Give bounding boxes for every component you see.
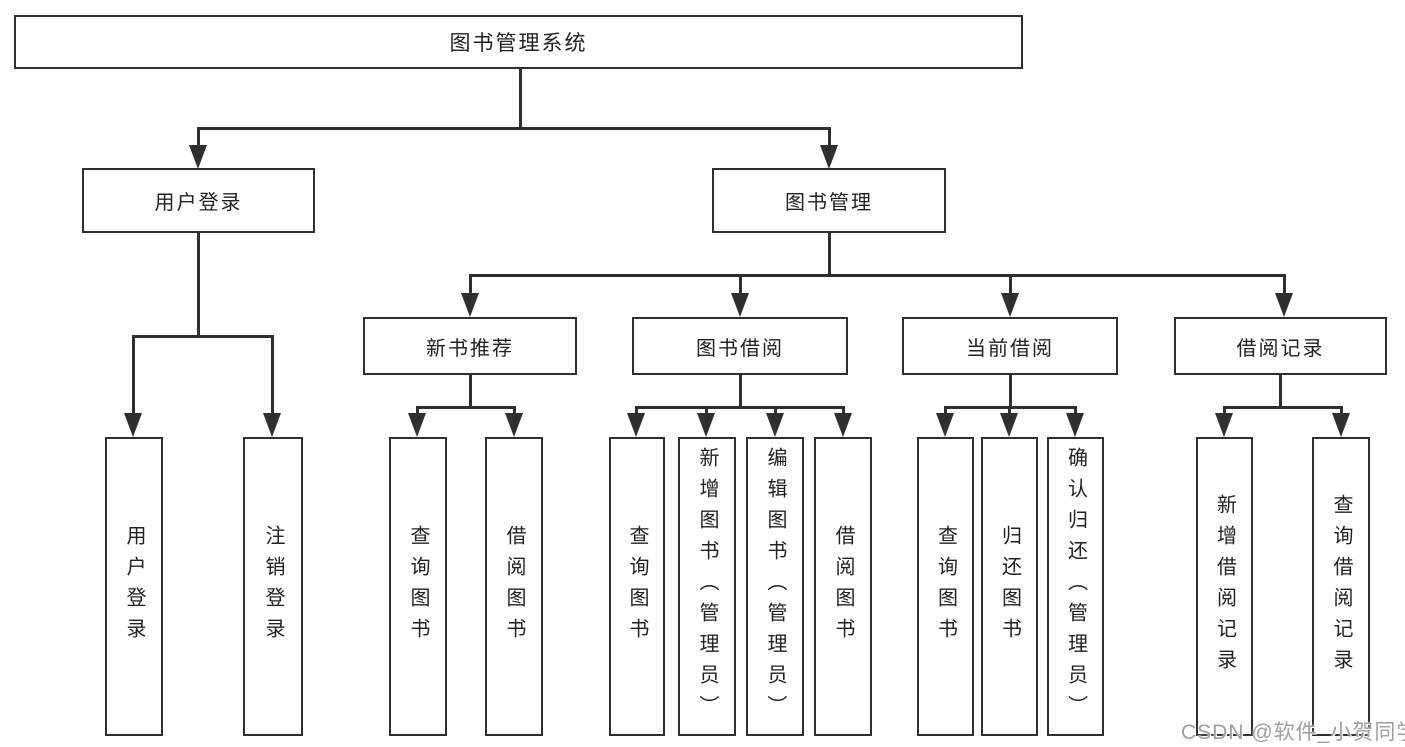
node-borrowing-edit-books: 编辑图书（管理员） <box>746 437 804 736</box>
connector-current-borrowing-down <box>1009 375 1012 408</box>
connector-user-login-rail <box>132 335 274 338</box>
node-recommend-borrow-books: 借阅图书 <box>485 437 543 736</box>
node-logout: 注销登录 <box>243 437 303 736</box>
connector-user-login-down <box>197 233 200 337</box>
node-book-borrowing: 图书借阅 <box>632 317 848 375</box>
connector-rec-query-stem <box>416 406 419 418</box>
node-login: 用户登录 <box>105 437 163 736</box>
connector-book-management-stem <box>828 127 831 149</box>
connector-book-borrowing-stem <box>739 274 742 295</box>
connector-new-book-rail <box>416 406 515 409</box>
arrow-to-current-confirm-return <box>1066 413 1084 437</box>
arrow-to-new-book-recommendation <box>461 293 479 317</box>
node-library-management-system: 图书管理系统 <box>14 15 1023 69</box>
connector-level2-rail <box>197 127 831 130</box>
connector-cb-query-stem <box>944 406 947 418</box>
arrow-to-logout <box>263 413 281 437</box>
connector-login-stem <box>132 335 135 417</box>
connector-borrowing-records-down <box>1279 375 1282 408</box>
arrow-to-borrowing-add-books <box>697 413 715 437</box>
connector-cb-return-stem <box>1008 406 1011 418</box>
node-current-return-books: 归还图书 <box>981 437 1038 736</box>
node-current-borrowing: 当前借阅 <box>902 317 1118 375</box>
node-current-return-books-label: 归还图书 <box>998 524 1021 649</box>
connector-bb-query-stem <box>635 406 638 418</box>
connector-book-borrowing-down <box>739 375 742 408</box>
node-borrowing-add-books-label: 新增图书（管理员） <box>696 447 718 726</box>
arrow-to-current-query-books <box>936 413 954 437</box>
node-records-add-borrow-record: 新增借阅记录 <box>1196 437 1253 736</box>
node-borrowing-records: 借阅记录 <box>1174 317 1387 375</box>
connector-new-book-stem <box>469 274 472 295</box>
node-login-label: 用户登录 <box>123 524 145 649</box>
connector-level3-rail <box>469 274 1285 277</box>
node-user-login: 用户登录 <box>82 168 315 233</box>
node-records-query-borrow-record: 查询借阅记录 <box>1312 437 1370 736</box>
node-borrowing-edit-books-label: 编辑图书（管理员） <box>764 447 786 726</box>
arrow-to-borrowing-query-books <box>627 413 645 437</box>
arrow-to-recommend-borrow-books <box>505 413 523 437</box>
arrow-to-recommend-query-books <box>408 413 426 437</box>
arrow-to-login <box>124 413 142 437</box>
node-borrowing-add-books: 新增图书（管理员） <box>678 437 736 736</box>
arrow-to-user-login <box>189 145 207 169</box>
node-records-add-borrow-record-label: 新增借阅记录 <box>1213 493 1236 680</box>
connector-logout-stem <box>271 335 274 417</box>
node-recommend-query-books: 查询图书 <box>389 437 447 736</box>
node-recommend-query-books-label: 查询图书 <box>407 524 429 649</box>
arrow-to-records-query-borrow-record <box>1332 413 1350 437</box>
node-new-book-recommendation: 新书推荐 <box>363 317 577 375</box>
node-current-confirm-return: 确认归还（管理员） <box>1047 437 1104 736</box>
connector-current-borrowing-stem <box>1009 274 1012 295</box>
node-borrowing-query-books: 查询图书 <box>609 437 665 736</box>
connector-user-login-stem <box>197 127 200 149</box>
connector-br-query-stem <box>1340 406 1343 418</box>
node-borrowing-query-books-label: 查询图书 <box>626 524 648 649</box>
connector-new-book-down <box>469 375 472 408</box>
connector-borrowing-records-stem <box>1283 274 1286 295</box>
arrow-to-book-management <box>820 145 838 169</box>
arrow-to-borrowing-borrow-books <box>834 413 852 437</box>
watermark: CSDN @软件_小贺同学 <box>1181 721 1405 744</box>
node-recommend-borrow-books-label: 借阅图书 <box>503 524 525 649</box>
node-book-management: 图书管理 <box>712 168 946 233</box>
connector-book-management-down <box>828 233 831 276</box>
node-current-query-books-label: 查询图书 <box>934 524 957 649</box>
connector-book-borrowing-rail <box>635 406 844 409</box>
arrow-to-current-borrowing <box>1001 293 1019 317</box>
connector-borrowing-records-rail <box>1223 406 1341 409</box>
node-borrowing-borrow-books-label: 借阅图书 <box>832 524 854 649</box>
arrow-to-borrowing-edit-books <box>766 413 784 437</box>
connector-bb-edit-stem <box>774 406 777 418</box>
arrow-to-borrowing-records <box>1275 293 1293 317</box>
connector-bb-add-stem <box>705 406 708 418</box>
connector-rec-borrow-stem <box>513 406 516 418</box>
node-logout-label: 注销登录 <box>262 524 284 649</box>
arrow-to-book-borrowing <box>731 293 749 317</box>
connector-root-stem <box>519 69 522 129</box>
node-current-query-books: 查询图书 <box>917 437 974 736</box>
node-current-confirm-return-label: 确认归还（管理员） <box>1064 447 1087 726</box>
connector-br-add-stem <box>1223 406 1226 418</box>
connector-bb-borrow-stem <box>842 406 845 418</box>
arrow-to-records-add-borrow-record <box>1215 413 1233 437</box>
connector-cb-confirm-stem <box>1074 406 1077 418</box>
node-records-query-borrow-record-label: 查询借阅记录 <box>1330 493 1352 680</box>
arrow-to-current-return-books <box>1000 413 1018 437</box>
node-borrowing-borrow-books: 借阅图书 <box>814 437 872 736</box>
